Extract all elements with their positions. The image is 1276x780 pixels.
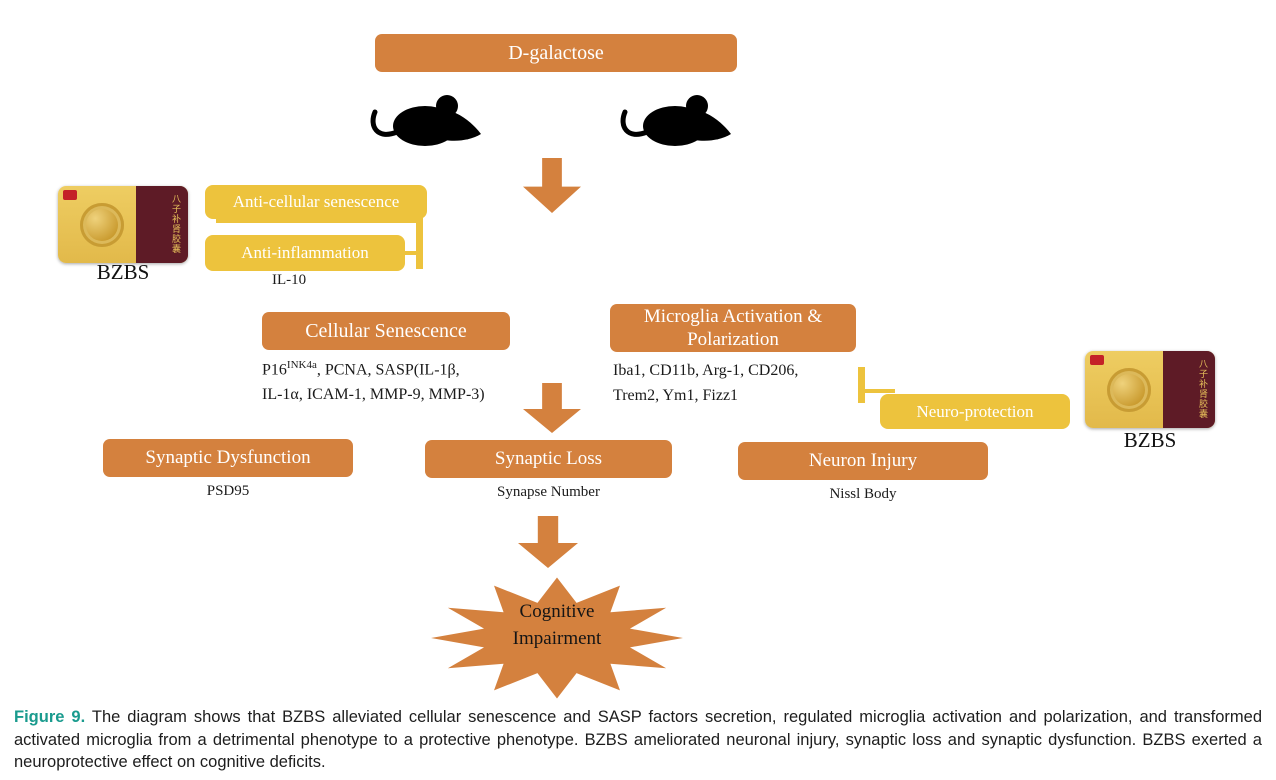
synaptic-loss-box: Synaptic Loss [425, 440, 672, 478]
anti-cellular-senescence-label: Anti-cellular senescence [232, 192, 400, 211]
starburst-line1: Cognitive [519, 601, 595, 622]
mouse-icon [370, 95, 481, 146]
coin-seal-icon [80, 203, 124, 247]
bzbs-package: 八子补肾胶囊 [1085, 351, 1215, 428]
bzbs-package: 八子补肾胶囊 [58, 186, 188, 263]
inhibition-line [403, 251, 418, 255]
d-galactose-box: D-galactose [375, 34, 737, 72]
marker-text: , PCNA, SASP(IL-1β, [316, 361, 460, 379]
down-arrow-icon [518, 516, 578, 568]
synaptic-loss-label: Synaptic Loss [494, 448, 603, 469]
mouse-icon [620, 95, 731, 146]
nissl-body-label: Nissl Body [829, 486, 897, 502]
microglia-box: Microglia Activation & Polarization [610, 304, 856, 352]
anti-inflammation-box: Anti-inflammation [205, 235, 405, 271]
brand-mark-icon [63, 190, 77, 200]
package-chinese-text: 八子补肾胶囊 [171, 194, 181, 254]
marker-text: Iba1, CD11b, Arg-1, CD206, [613, 362, 799, 379]
inhibition-line [216, 219, 418, 223]
anti-inflammation-label: Anti-inflammation [241, 243, 369, 262]
neuron-injury-box: Neuron Injury [738, 442, 988, 480]
package-chinese-text: 八子补肾胶囊 [1198, 359, 1208, 419]
inhibition-bar-icon [416, 205, 423, 269]
inhibition-bar-icon [858, 367, 865, 403]
marker-text: P16 [262, 361, 287, 379]
cellular-senescence-label: Cellular Senescence [305, 319, 467, 342]
figure-caption-text: The diagram shows that BZBS alleviated c… [14, 708, 1262, 771]
neuro-protection-box: Neuro-protection [880, 394, 1070, 429]
inhibition-line [863, 389, 895, 393]
senescence-markers: P16INK4a, PCNA, SASP(IL-1β, IL-1α, ICAM-… [262, 353, 562, 407]
synaptic-dysfunction-label: Synaptic Dysfunction [145, 447, 311, 468]
microglia-label-line1: Microglia Activation & [643, 306, 823, 327]
coin-seal-icon [1107, 368, 1151, 412]
marker-text: IL-1α, ICAM-1, MMP-9, MMP-3) [262, 386, 485, 404]
microglia-label-line2: Polarization [687, 329, 779, 350]
cognitive-impairment-label: Cognitive Impairment [428, 598, 686, 652]
microglia-markers: Iba1, CD11b, Arg-1, CD206, Trem2, Ym1, F… [613, 358, 873, 408]
neuro-protection-label: Neuro-protection [916, 401, 1034, 421]
down-arrow-icon [523, 158, 581, 213]
anti-cellular-senescence-box: Anti-cellular senescence [205, 185, 427, 219]
il10-label: IL-10 [272, 272, 307, 288]
neuron-injury-label: Neuron Injury [808, 450, 918, 471]
package-maroon-panel [136, 186, 188, 263]
synaptic-dysfunction-box: Synaptic Dysfunction [103, 439, 353, 477]
cellular-senescence-box: Cellular Senescence [262, 312, 510, 350]
bzbs-right-label: BZBS [1123, 428, 1177, 452]
starburst-icon [431, 577, 683, 699]
synapse-number-label: Synapse Number [497, 484, 600, 500]
psd95-label: PSD95 [206, 483, 250, 499]
marker-superscript: INK4a [286, 359, 317, 371]
bzbs-left-label: BZBS [96, 260, 150, 284]
brand-mark-icon [1090, 355, 1104, 365]
d-galactose-label: D-galactose [508, 41, 604, 64]
marker-text: Trem2, Ym1, Fizz1 [613, 387, 739, 404]
starburst-line2: Impairment [512, 628, 602, 649]
package-maroon-panel [1163, 351, 1215, 428]
figure-caption-label: Figure 9. [14, 708, 86, 726]
figure-caption: Figure 9. The diagram shows that BZBS al… [14, 706, 1262, 774]
